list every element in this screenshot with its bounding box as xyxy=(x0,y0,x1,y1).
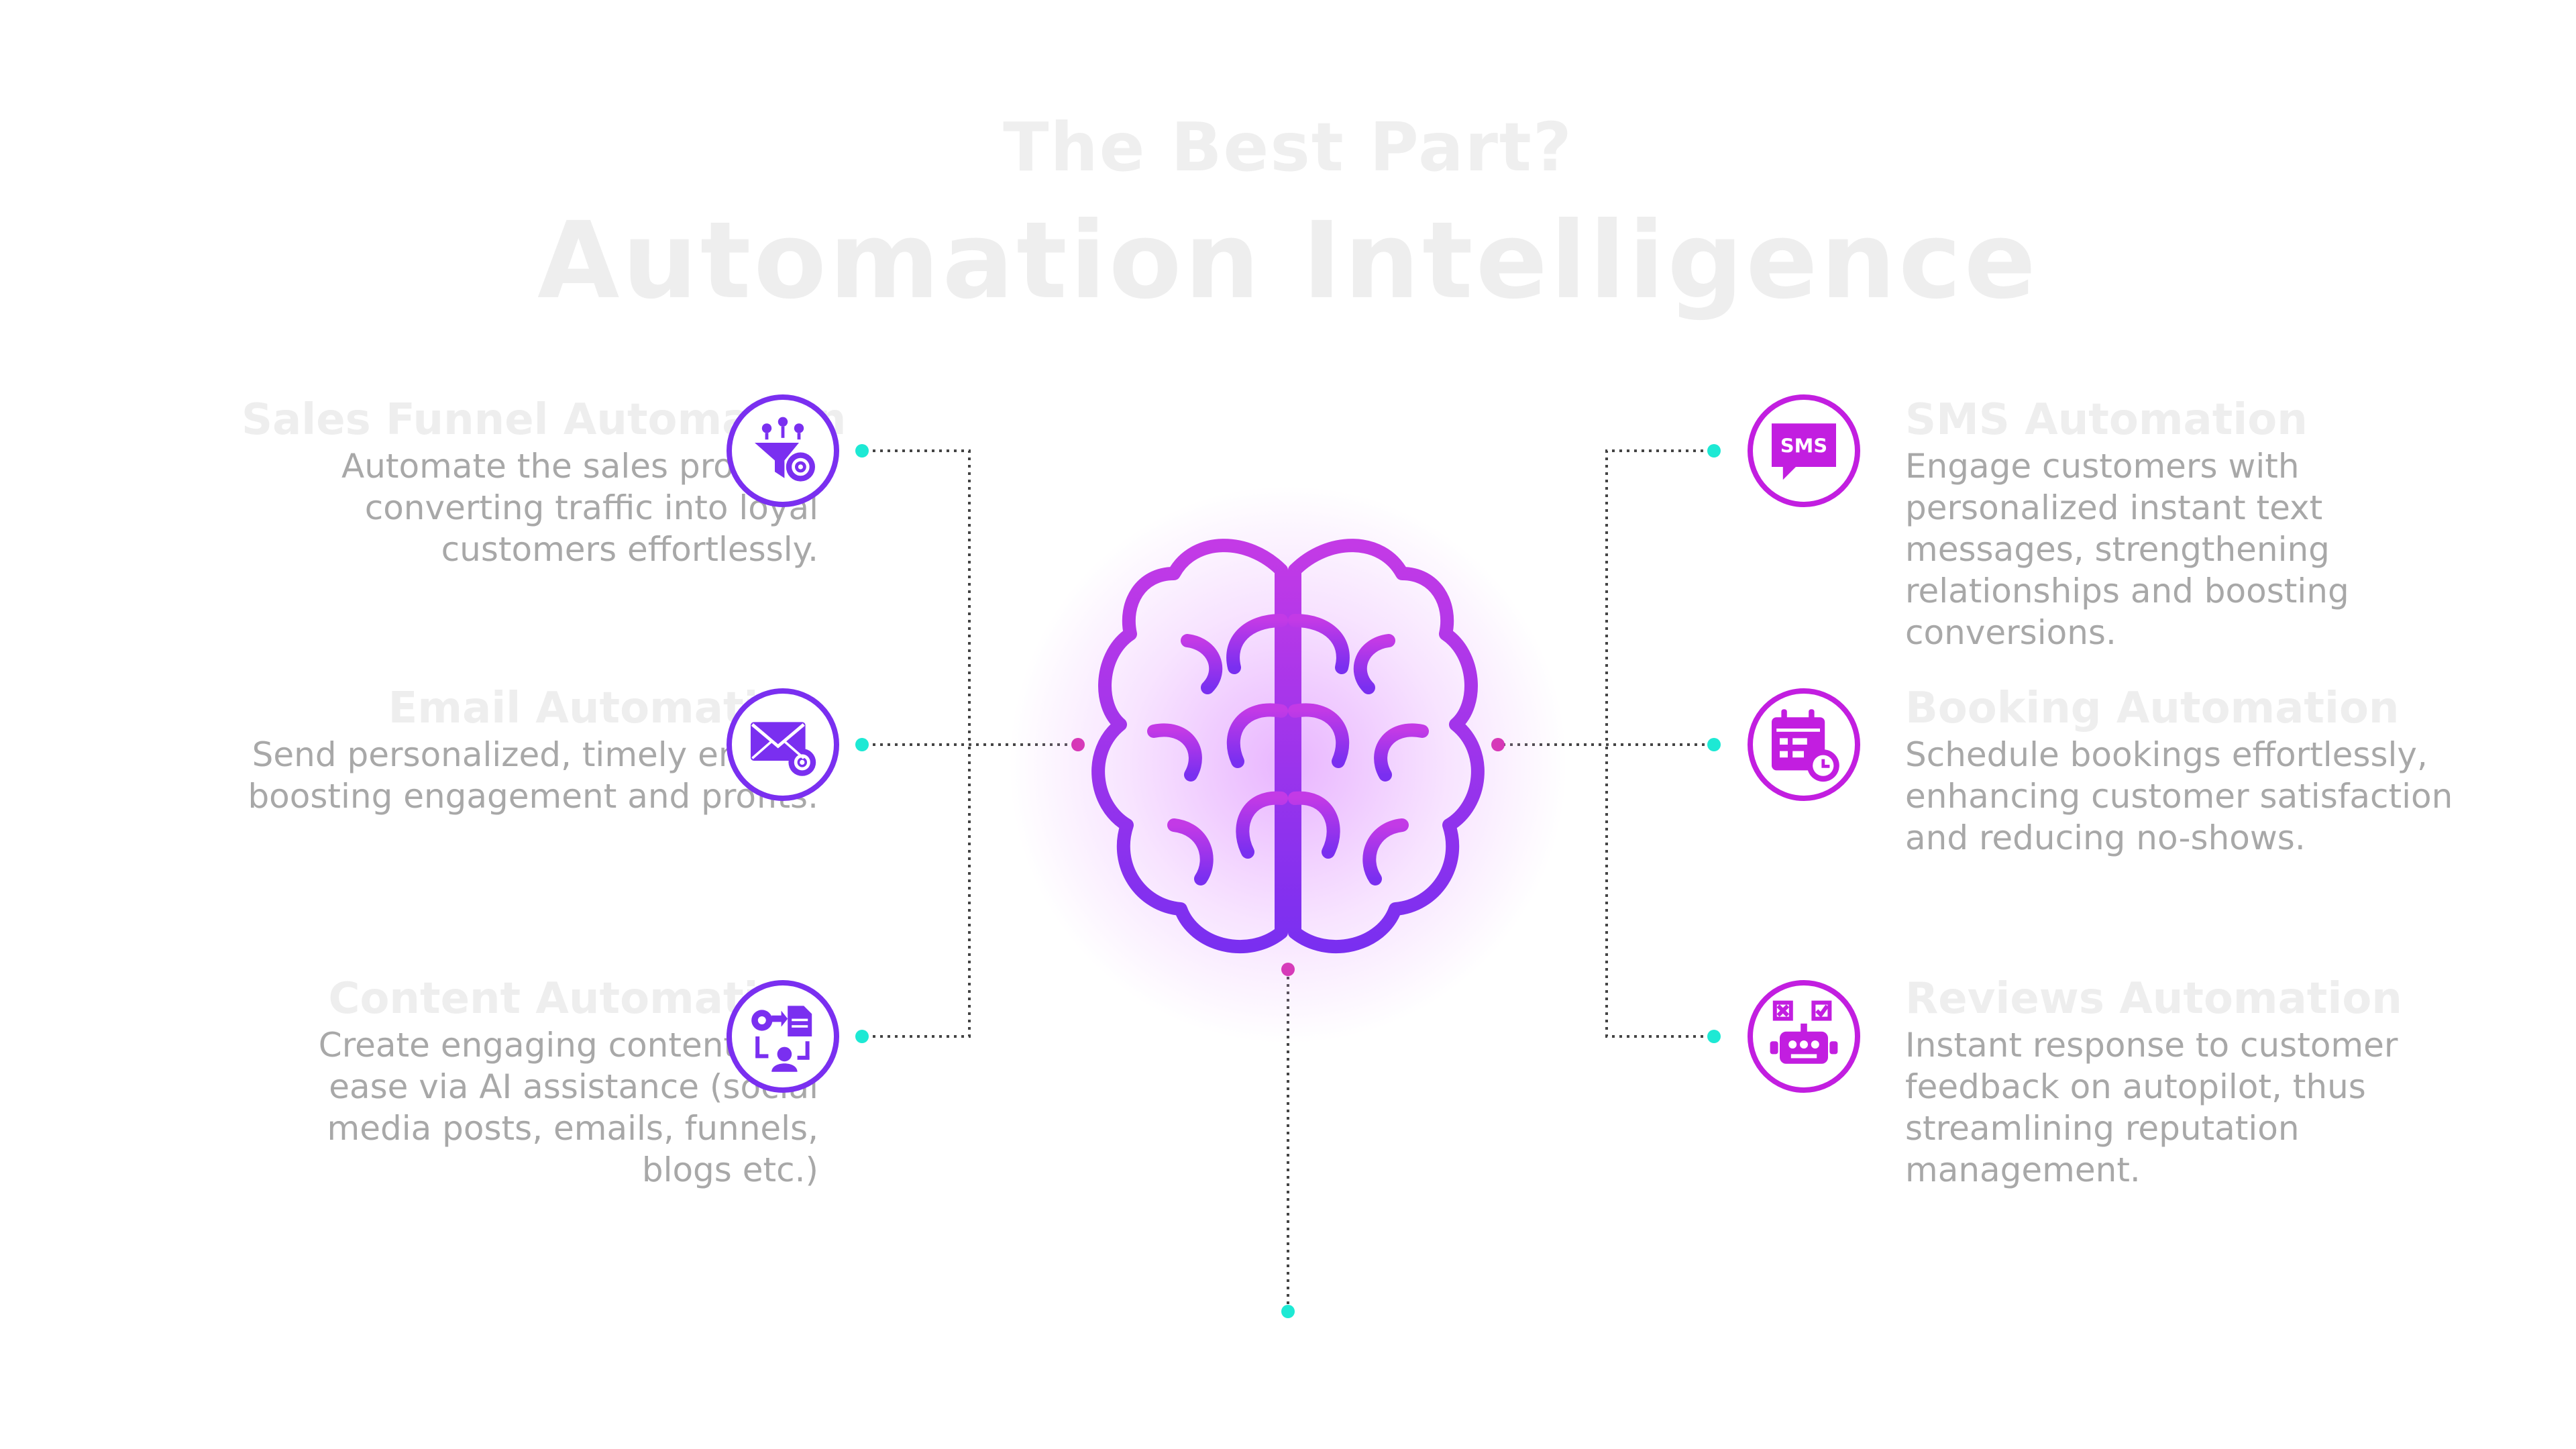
feature-title: Reviews Automation xyxy=(1905,974,2402,1024)
connector-dot xyxy=(1707,444,1721,458)
connector-dot xyxy=(1707,738,1721,751)
connector-dot xyxy=(1707,1030,1721,1043)
page-title: Automation Intelligence xyxy=(537,199,2039,323)
feature-sales-funnel: Sales Funnel Automation Automate the sal… xyxy=(241,396,846,570)
funnel-gear-icon xyxy=(727,394,839,507)
connector-reviews xyxy=(1605,745,1711,1038)
connector-dot xyxy=(1281,1305,1295,1318)
content-workflow-icon xyxy=(727,980,839,1093)
brain-icon xyxy=(1091,539,1485,953)
feature-description: Engage customers with personalized insta… xyxy=(1905,447,2349,652)
feature-description: Create engaging content with ease via AI… xyxy=(318,1026,818,1189)
sms-bubble-icon: SMS xyxy=(1748,394,1860,507)
feature-description: Send personalized, timely emails, boosti… xyxy=(248,735,818,816)
feature-reviews: Reviews Automation Instant response to c… xyxy=(1905,975,2509,1191)
connector-dot xyxy=(855,1030,869,1043)
feature-title: SMS Automation xyxy=(1905,395,2308,445)
feature-sms: SMS Automation Engage customers with per… xyxy=(1905,396,2509,653)
sms-icon-label: SMS xyxy=(1780,434,1827,457)
connector-sales-funnel xyxy=(865,449,971,745)
page-subtitle: The Best Part? xyxy=(1003,108,1573,186)
feature-content: Content Automation Create engaging conte… xyxy=(241,975,818,1191)
calendar-clock-icon xyxy=(1748,688,1860,801)
email-gear-icon xyxy=(727,688,839,801)
connector-dot xyxy=(855,444,869,458)
feature-description: Schedule bookings effortlessly, enhancin… xyxy=(1905,735,2453,857)
feature-description: Instant response to customer feedback on… xyxy=(1905,1026,2398,1189)
connector-dot xyxy=(855,738,869,751)
feature-booking: Booking Automation Schedule bookings eff… xyxy=(1905,684,2509,859)
review-robot-icon xyxy=(1748,980,1860,1093)
connector-content xyxy=(865,745,971,1038)
connector-sms xyxy=(1605,449,1711,745)
feature-title: Booking Automation xyxy=(1905,684,2400,733)
